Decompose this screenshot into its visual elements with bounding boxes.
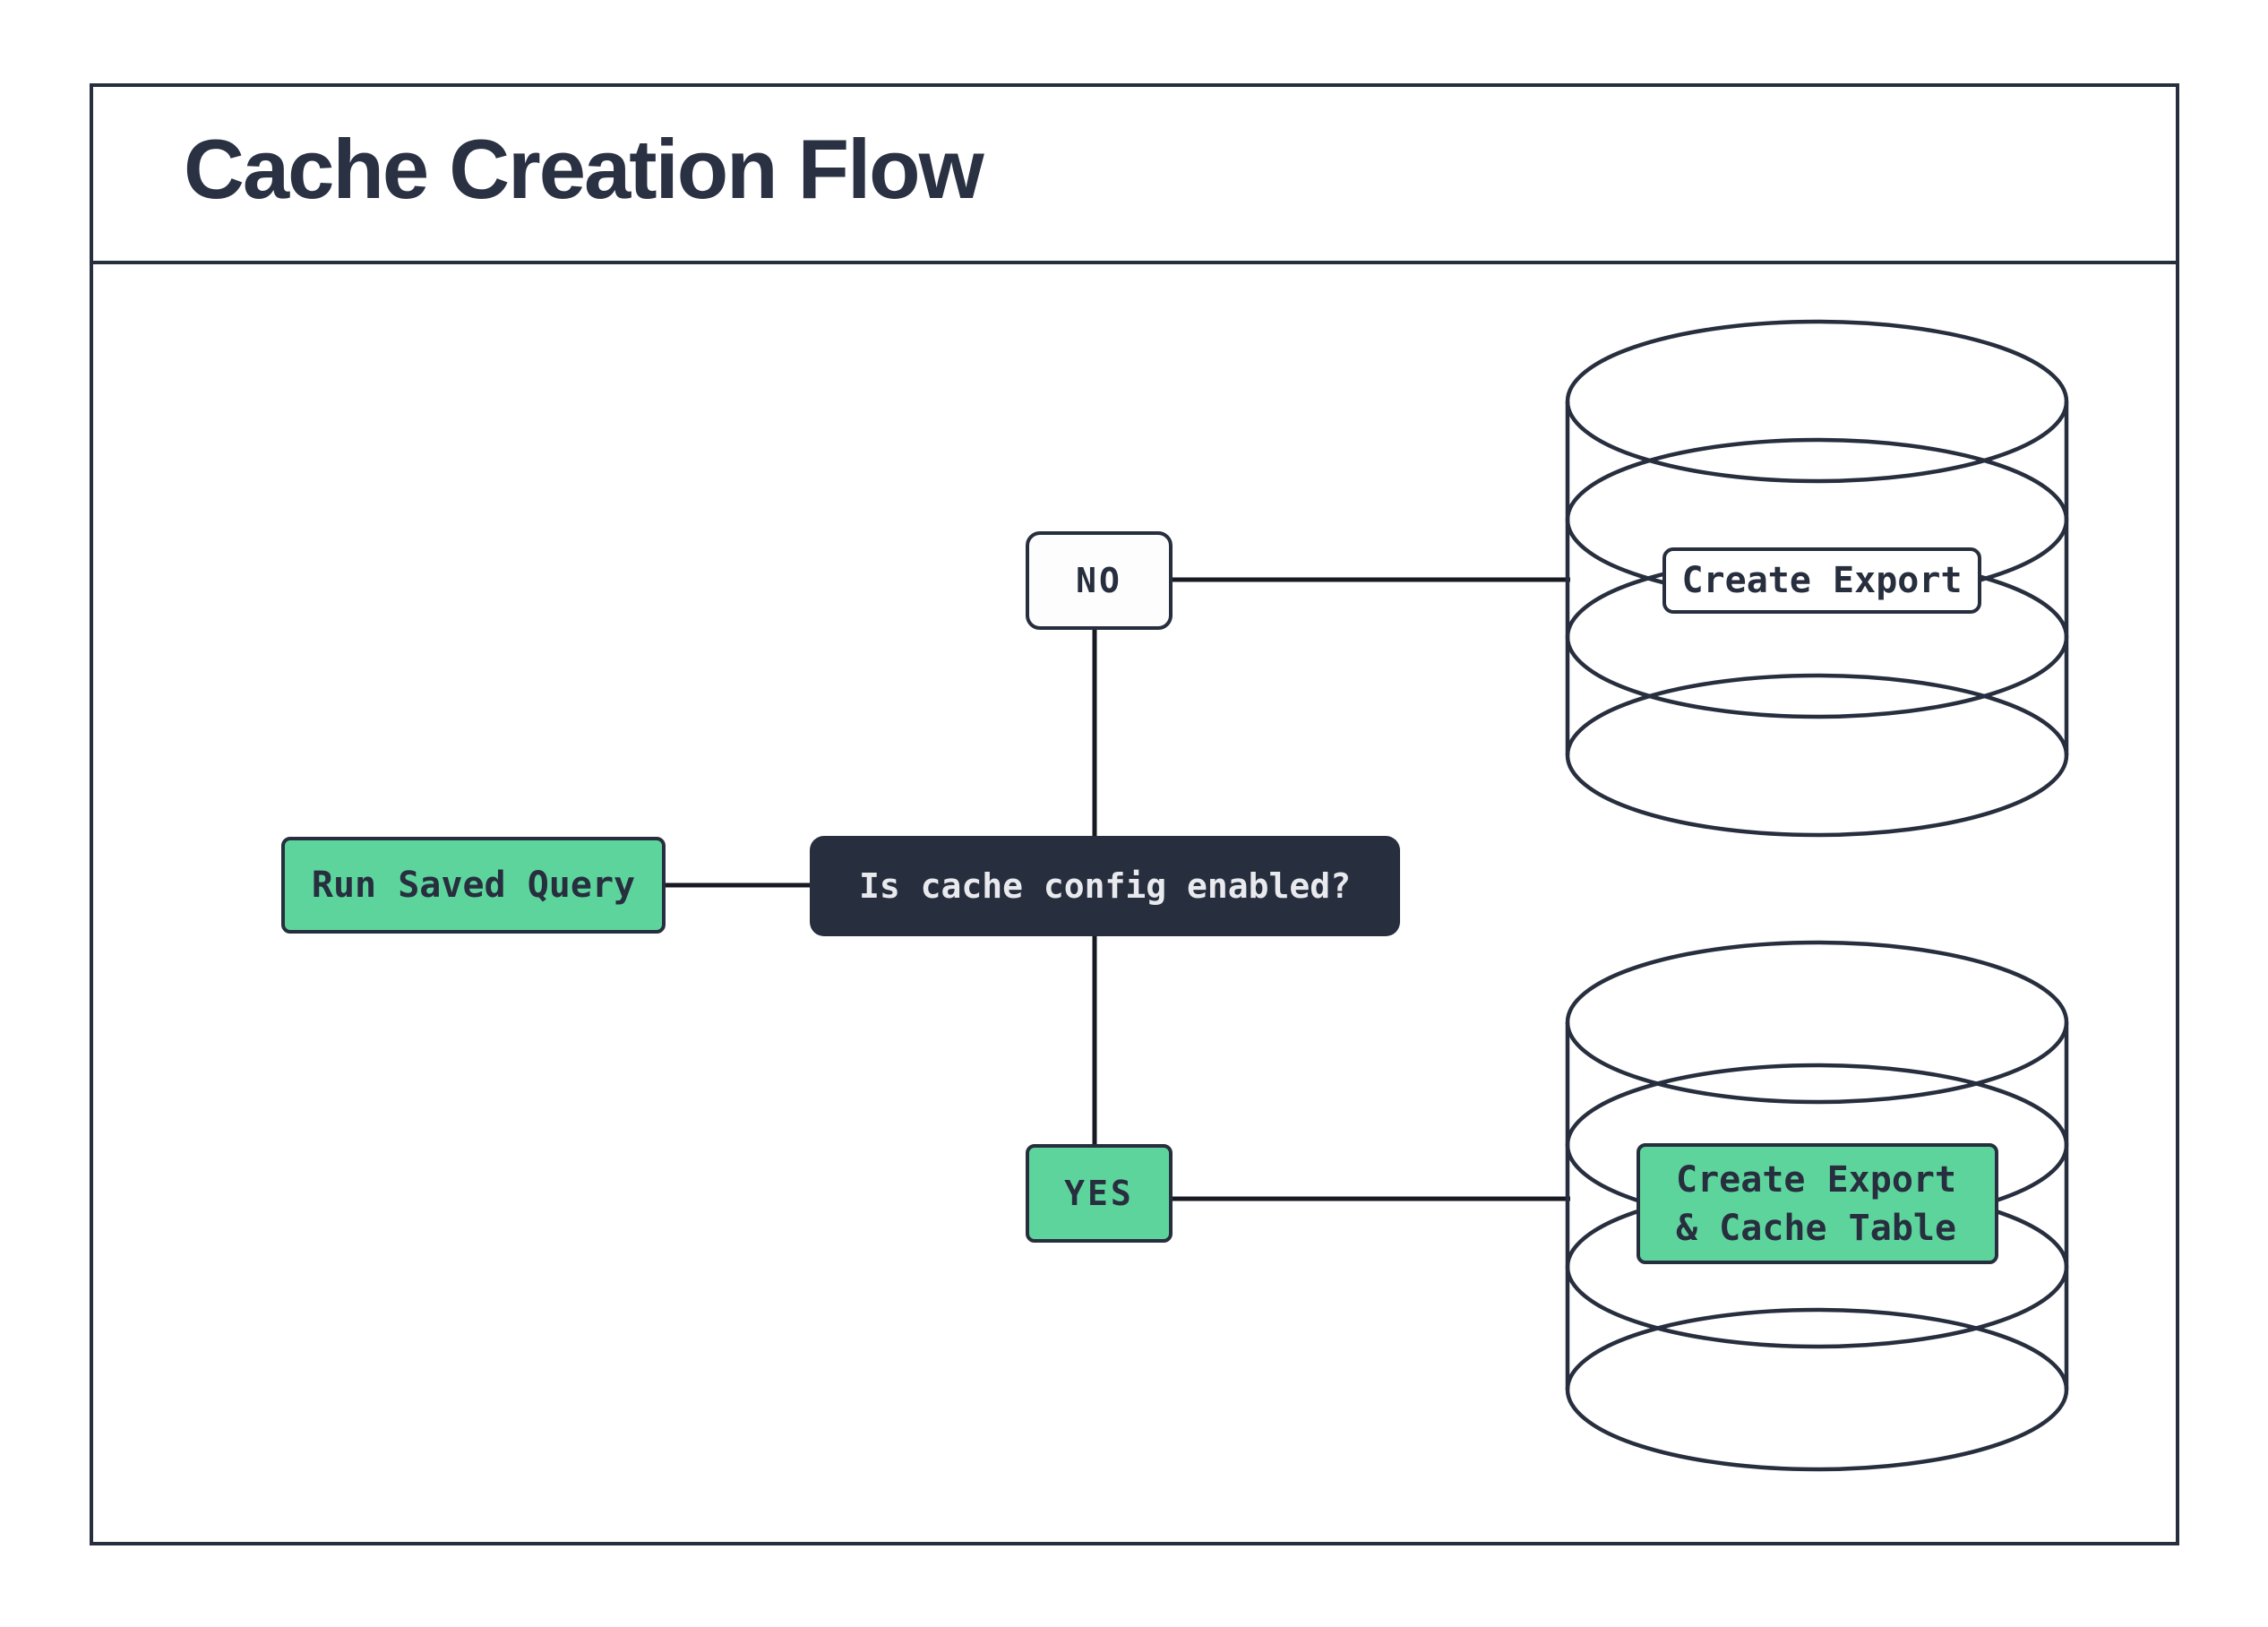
diagram-frame	[90, 83, 2179, 1545]
connectors	[666, 577, 1570, 1201]
header-divider	[90, 261, 2179, 264]
create-export-label: Create Export	[1662, 547, 1981, 614]
cylinder-disk	[1565, 319, 2069, 484]
run-saved-query-node: Run Saved Query	[281, 837, 666, 934]
cylinder-disk	[1565, 940, 2069, 1105]
page-title: Cache Creation Flow	[184, 122, 984, 216]
branch-yes-node: YES	[1026, 1144, 1173, 1243]
create-export-cache-table-label: Create Export & Cache Table	[1637, 1143, 1998, 1264]
create-export-cache-line-1: Create Export	[1676, 1158, 1957, 1201]
create-export-cache-line-2: & Cache Table	[1676, 1207, 1957, 1249]
branch-no-node: NO	[1026, 531, 1173, 630]
cache-config-decision-node: Is cache config enabled?	[810, 836, 1400, 936]
cylinder-disk	[1565, 673, 2069, 838]
cylinder-disk	[1565, 1307, 2069, 1472]
